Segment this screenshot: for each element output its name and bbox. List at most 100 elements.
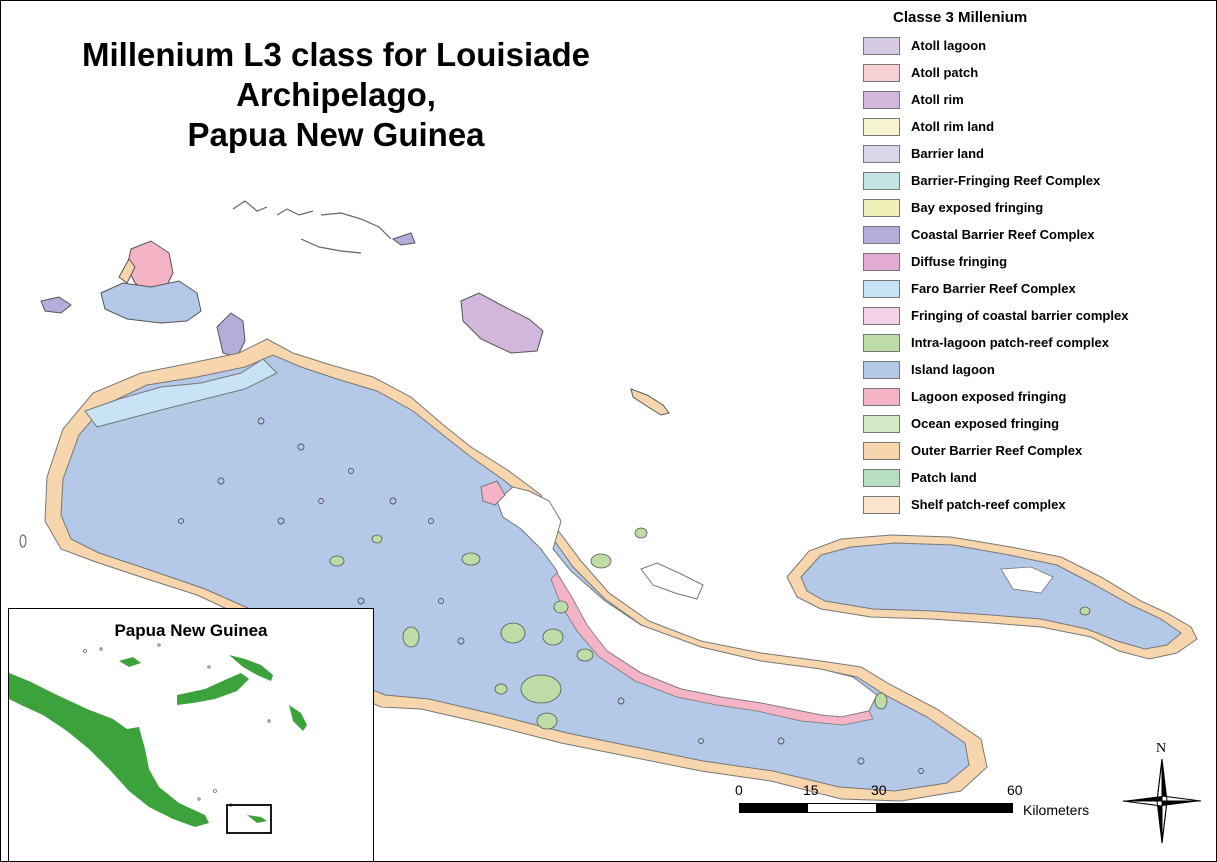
- legend-label: Bay exposed fringing: [911, 200, 1044, 215]
- legend-item-fringing-coastal: Fringing of coastal barrier complex: [863, 302, 1213, 329]
- scale-tick-60: 60: [1007, 782, 1023, 798]
- island-outer-north-west: [118, 258, 136, 284]
- map-title-line2: Papua New Guinea: [187, 116, 485, 153]
- legend-label: Diffuse fringing: [911, 254, 1008, 269]
- legend-swatch: [863, 117, 900, 136]
- land-point: [640, 562, 704, 600]
- inset-island-new-britain: [177, 673, 249, 705]
- legend-item-ocean-exposed: Ocean exposed fringing: [863, 410, 1213, 437]
- legend-item-patch-land: Patch land: [863, 464, 1213, 491]
- east-island-land: [1000, 566, 1054, 594]
- legend-label: Intra-lagoon patch-reef complex: [911, 335, 1109, 350]
- land-north-lagoon: [480, 480, 506, 506]
- legend-swatch: [863, 333, 900, 352]
- legend-item-barrier-fringing: Barrier-Fringing Reef Complex: [863, 167, 1213, 194]
- legend-swatch: [863, 468, 900, 487]
- inset-island-north: [119, 657, 141, 667]
- inset-island-bougainville: [289, 705, 307, 731]
- north-label: N: [1156, 741, 1167, 756]
- scale-unit: Kilometers: [1023, 802, 1090, 818]
- legend-item-shelf-patch: Shelf patch-reef complex: [863, 491, 1213, 518]
- legend-swatch: [863, 441, 900, 460]
- inset-island-small: [247, 815, 267, 823]
- legend-label: Barrier-Fringing Reef Complex: [911, 173, 1101, 188]
- legend-swatch: [863, 495, 900, 514]
- legend-item-bay-exposed: Bay exposed fringing: [863, 194, 1213, 221]
- patch-reefs: [329, 527, 1091, 730]
- legend-swatch: [863, 144, 900, 163]
- legend-label: Outer Barrier Reef Complex: [911, 443, 1083, 458]
- legend-item-barrier-land: Barrier land: [863, 140, 1213, 167]
- legend-label: Fringing of coastal barrier complex: [911, 308, 1129, 323]
- legend-swatch: [863, 252, 900, 271]
- legend-swatch: [863, 360, 900, 379]
- north-arrow: N: [1119, 741, 1205, 851]
- inset-map-svg: [9, 643, 307, 834]
- legend-label: Coastal Barrier Reef Complex: [911, 227, 1095, 242]
- island-coastal-barrier: [216, 312, 246, 358]
- scale-segment: [808, 804, 876, 812]
- inset-mainland: [9, 673, 209, 827]
- legend-item-lagoon-exposed: Lagoon exposed fringing: [863, 383, 1213, 410]
- inset-island-new-ireland: [229, 655, 273, 681]
- legend-swatch: [863, 225, 900, 244]
- legend-swatch: [863, 36, 900, 55]
- east-island-lagoon: [800, 542, 1182, 650]
- scale-bar-segments: [739, 803, 1013, 813]
- compass-rose-icon: [1122, 758, 1202, 844]
- legend-item-intra-lagoon: Intra-lagoon patch-reef complex: [863, 329, 1213, 356]
- legend-label: Atoll rim land: [911, 119, 995, 134]
- legend-item-atoll-rim-land: Atoll rim land: [863, 113, 1213, 140]
- inset-land: [9, 655, 307, 827]
- island-small-west: [40, 296, 72, 314]
- barrier-fringing-strip: [84, 358, 278, 428]
- legend-swatch: [863, 198, 900, 217]
- legend-item-diffuse-fringing: Diffuse fringing: [863, 248, 1213, 275]
- legend-label: Patch land: [911, 470, 977, 485]
- islet-west: [19, 534, 27, 548]
- legend-label: Barrier land: [911, 146, 984, 161]
- inset-title: Papua New Guinea: [114, 621, 268, 640]
- legend-item-island-lagoon: Island lagoon: [863, 356, 1213, 383]
- inset-islands-outline: [83, 643, 271, 807]
- legend-label: Lagoon exposed fringing: [911, 389, 1067, 404]
- island-north-east: [391, 232, 416, 246]
- scale-segment: [740, 804, 808, 812]
- legend-swatch: [863, 63, 900, 82]
- northern-islands: [40, 232, 670, 416]
- legend-item-faro-barrier: Faro Barrier Reef Complex: [863, 275, 1213, 302]
- legend-item-outer-barrier: Outer Barrier Reef Complex: [863, 437, 1213, 464]
- legend-label: Faro Barrier Reef Complex: [911, 281, 1076, 296]
- inset-map: Papua New Guinea: [8, 608, 374, 861]
- legend-title: Classe 3 Millenium: [893, 9, 1028, 26]
- legend-swatch: [863, 306, 900, 325]
- legend-label: Atoll patch: [911, 65, 979, 80]
- scale-segment: [876, 804, 1012, 812]
- inset-locator-box: [226, 804, 272, 834]
- legend-item-atoll-rim: Atoll rim: [863, 86, 1213, 113]
- scale-tick-30: 30: [871, 782, 887, 798]
- legend-label: Shelf patch-reef complex: [911, 497, 1066, 512]
- legend-swatch: [863, 414, 900, 433]
- small-reefs: [178, 417, 924, 774]
- scale-tick-0: 0: [735, 782, 743, 798]
- island-lagoon-north-west: [100, 280, 202, 324]
- map-title: Millenium L3 class for Louisiade Archipe…: [21, 35, 651, 155]
- scale-tick-15: 15: [803, 782, 819, 798]
- scale-bar: 0 15 30 60 Kilometers: [731, 779, 1131, 839]
- legend-swatch: [863, 90, 900, 109]
- legend-label: Ocean exposed fringing: [911, 416, 1060, 431]
- legend: Classe 3 Millenium Atoll lagoon Atoll pa…: [863, 9, 1213, 518]
- legend-label: Atoll rim: [911, 92, 964, 107]
- island-atoll-rim: [460, 292, 544, 354]
- legend-label: Island lagoon: [911, 362, 995, 377]
- island-east-strip: [630, 388, 670, 416]
- legend-label: Atoll lagoon: [911, 38, 987, 53]
- legend-swatch: [863, 171, 900, 190]
- lagoon-exposed-fringing: [550, 572, 874, 726]
- legend-item-atoll-lagoon: Atoll lagoon: [863, 32, 1213, 59]
- legend-item-atoll-patch: Atoll patch: [863, 59, 1213, 86]
- reef-outlines: [232, 200, 392, 254]
